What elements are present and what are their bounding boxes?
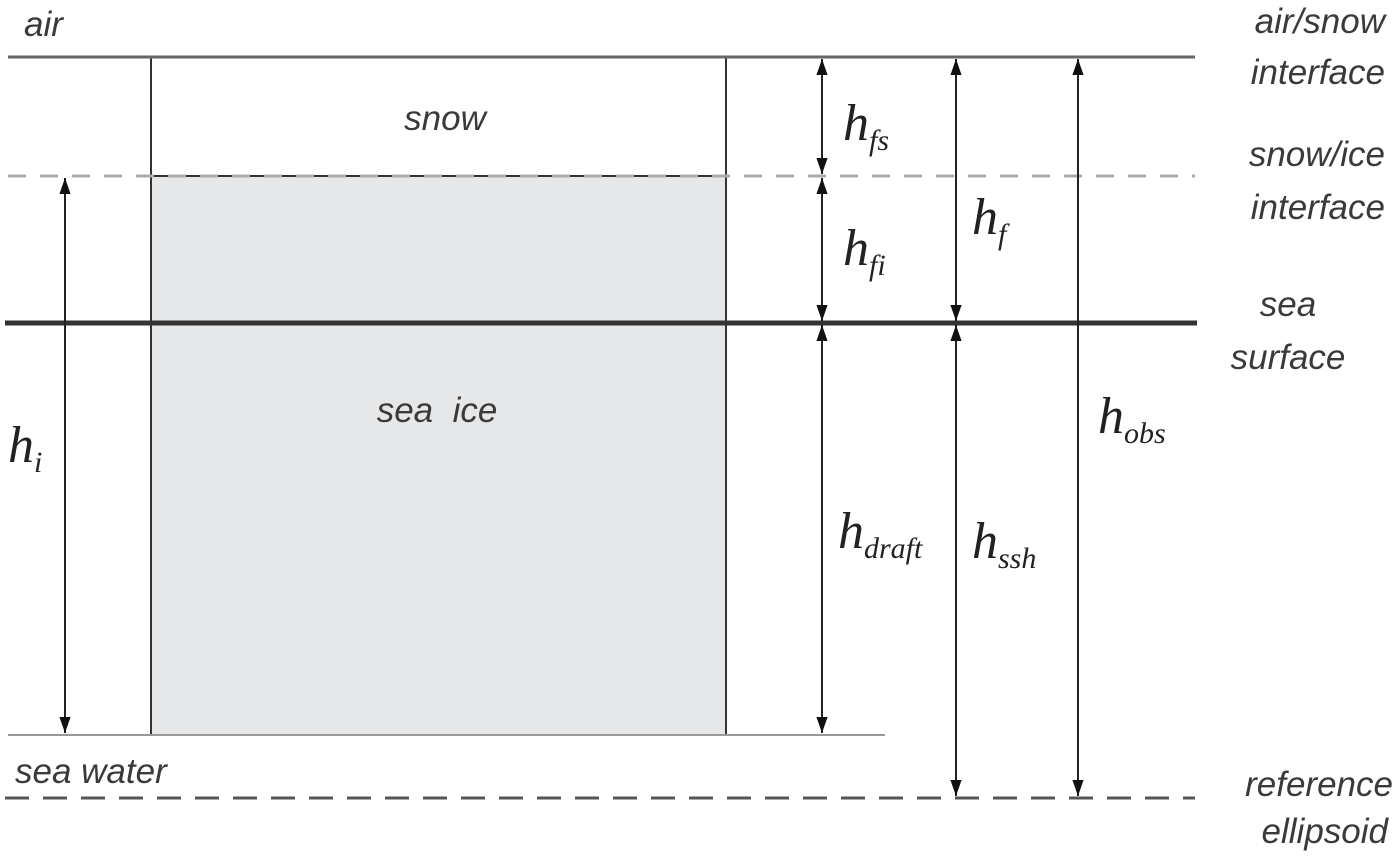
snow-label: snow: [404, 99, 488, 138]
snow-ice-label-2: interface: [1251, 188, 1385, 227]
h-fs-symbol: hfs: [843, 95, 889, 157]
sea-ice-layer: [150, 175, 727, 736]
h-obs-symbol: hobs: [1098, 388, 1166, 450]
air-snow-label-2: interface: [1251, 53, 1385, 92]
reference-label-2: ellipsoid: [1262, 812, 1390, 851]
air-snow-label-1: air/snow: [1255, 2, 1388, 41]
h-fi-symbol: hfi: [843, 220, 886, 282]
h-ssh-symbol: hssh: [972, 513, 1036, 575]
reference-label-1: reference: [1245, 765, 1393, 804]
sea-water-label: sea water: [15, 752, 168, 791]
h-f-symbol: hf: [972, 189, 1010, 251]
sea-ice-label: sea ice: [377, 391, 498, 430]
air-label: air: [24, 5, 64, 44]
snow-ice-label-1: snow/ice: [1249, 135, 1385, 174]
h-i-symbol: hi: [8, 417, 42, 479]
snow-layer: [150, 56, 727, 177]
h-draft-symbol: hdraft: [838, 503, 923, 565]
sea-surface-label-1: sea: [1260, 285, 1316, 324]
sea-surface-label-2: surface: [1231, 338, 1346, 377]
